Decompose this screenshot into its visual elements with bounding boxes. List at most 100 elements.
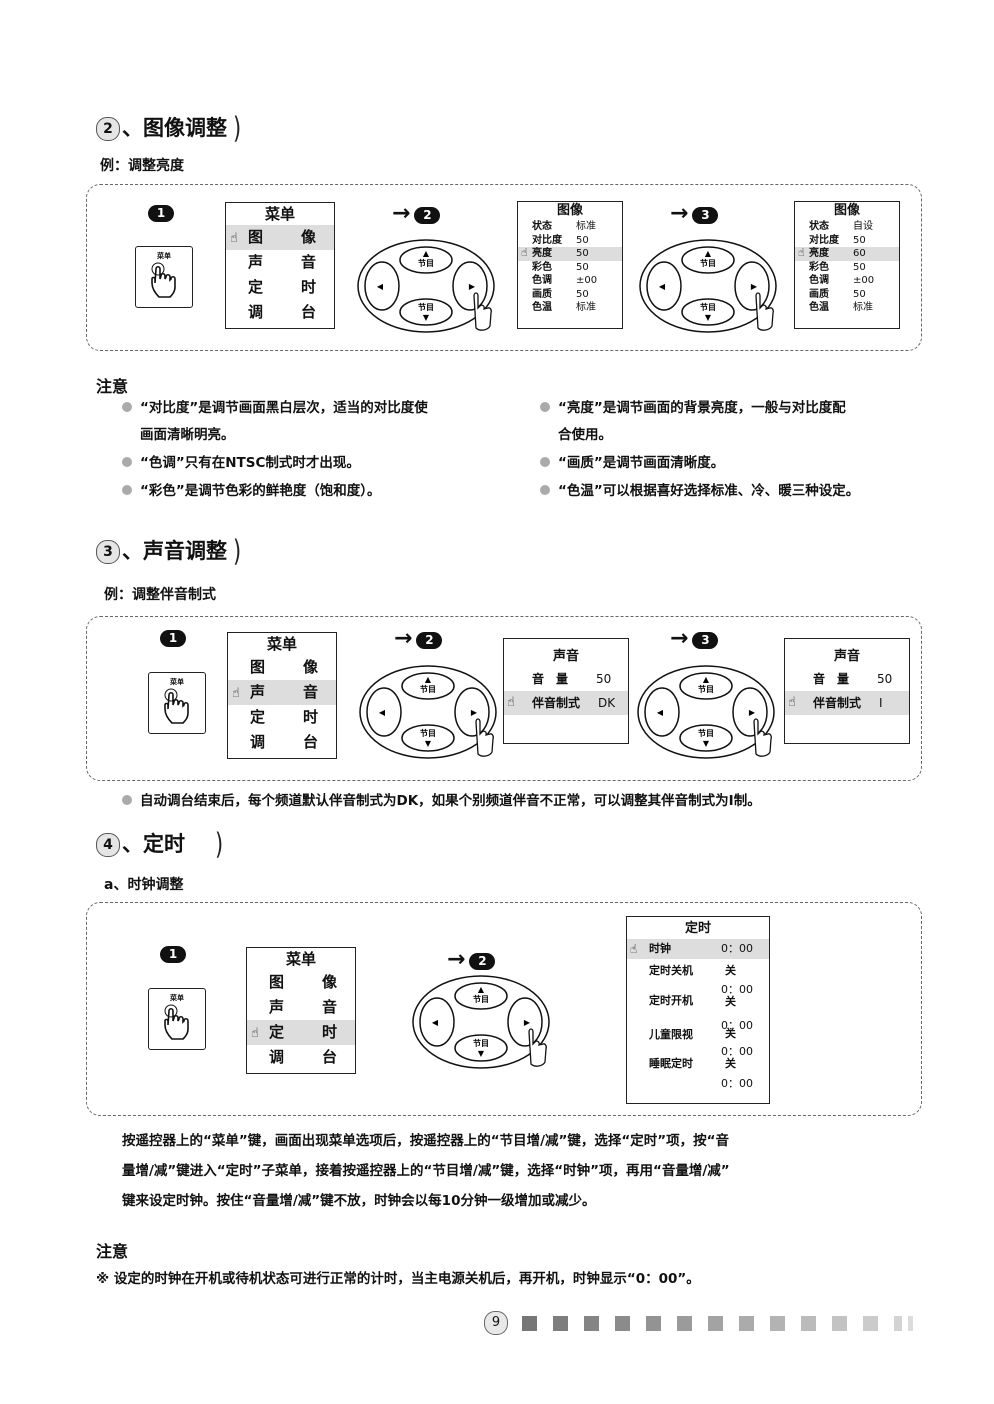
section-number: 2 — [96, 117, 120, 141]
bracket-decoration: ) — [233, 111, 242, 145]
timer-paragraph-line: 按遥控器上的“菜单”键，画面出现菜单选项后，按遥控器上的“节目增/减”键，选择“… — [122, 1133, 730, 1149]
bullet-icon — [540, 457, 550, 467]
timer-note: ※ 设定的时钟在开机或待机状态可进行正常的计时，当主电源关机后，再开机，时钟显示… — [96, 1271, 700, 1287]
svg-text:◀: ◀ — [657, 708, 664, 717]
page-footer: 9 — [484, 1310, 924, 1335]
footer-square — [801, 1316, 816, 1331]
note-contrast: “对比度”是调节画面黑白层次，适当的对比度使 — [122, 395, 428, 422]
menu-item-timer: 定时 — [248, 278, 316, 296]
svg-text:▶: ▶ — [469, 282, 476, 291]
arrow-right-icon: → — [670, 626, 689, 651]
note-contrast-cont: 画面清晰明亮。 — [140, 427, 235, 443]
section-title-timer: 4、定时) — [96, 827, 223, 861]
example-panel — [86, 902, 922, 1116]
remote-dpad: ▲ 节目 节目 ▼ ◀ ▶ — [359, 665, 497, 759]
footer-square — [908, 1316, 913, 1331]
svg-text:▶: ▶ — [471, 708, 478, 717]
svg-text:▲: ▲ — [705, 249, 712, 258]
example-panel — [86, 184, 922, 351]
example-label: a、时钟调整 — [104, 877, 184, 893]
svg-text:▲: ▲ — [425, 675, 432, 684]
main-menu-osd: 菜单 图像 ☝声音 定时 调台 — [227, 632, 337, 759]
menu-item-sound: 声音 — [248, 253, 316, 271]
bullet-icon — [122, 457, 132, 467]
svg-text:▼: ▼ — [705, 313, 712, 322]
svg-text:节目: 节目 — [700, 258, 716, 268]
pointer-hand-icon: ☝ — [230, 231, 238, 246]
example-label: 例：调整亮度 — [100, 158, 184, 174]
pointer-hand-icon: ☝ — [251, 1026, 259, 1041]
step-1: 1 — [160, 630, 186, 647]
main-menu-osd: 菜单 图像 声音 ☝定时 调台 — [246, 947, 356, 1074]
svg-text:▶: ▶ — [749, 708, 756, 717]
note-sharpness: “画质”是调节画面清晰度。 — [540, 450, 724, 477]
pointer-hand-icon: ☝ — [798, 246, 805, 259]
footer-square — [894, 1316, 902, 1331]
footer-square — [615, 1316, 630, 1331]
footer-square — [770, 1316, 785, 1331]
note-heading: 注意 — [96, 377, 129, 396]
menu-key-press: 菜单 — [135, 246, 193, 308]
note-hue: “色调”只有在NTSC制式时才出现。 — [122, 450, 360, 477]
remote-dpad: ▲ 节目 节目 ▼ ◀ ▶ — [637, 665, 775, 759]
bullet-icon — [540, 485, 550, 495]
footer-square — [584, 1316, 599, 1331]
svg-text:◀: ◀ — [659, 282, 666, 291]
svg-text:节目: 节目 — [700, 302, 716, 312]
step-2: →2 — [392, 201, 441, 226]
footer-square — [708, 1316, 723, 1331]
section-title-sound: 3、声音调整) — [96, 534, 241, 568]
main-menu-osd: 菜单 ☝图像 声音 定时 调台 — [225, 202, 335, 329]
pointer-hand-icon: ☝ — [232, 686, 240, 701]
arrow-right-icon: → — [394, 626, 413, 651]
example-panel — [86, 616, 922, 781]
svg-text:节目: 节目 — [473, 1038, 489, 1048]
note-brightness-cont: 合使用。 — [558, 427, 612, 443]
arrow-right-icon: → — [392, 201, 411, 226]
footer-square — [646, 1316, 661, 1331]
example-label: 例：调整伴音制式 — [104, 587, 216, 603]
bullet-icon — [122, 485, 132, 495]
footer-square — [832, 1316, 847, 1331]
hand-press-icon — [475, 718, 494, 757]
bullet-icon — [122, 795, 132, 805]
svg-text:▼: ▼ — [423, 313, 430, 322]
step-3: →3 — [670, 626, 719, 651]
remote-dpad: ▲ 节目 节目 ▼ ◀ ▶ — [357, 239, 495, 333]
footer-square — [863, 1316, 878, 1331]
note-heading: 注意 — [96, 1242, 129, 1261]
step-3: →3 — [670, 201, 719, 226]
svg-text:节目: 节目 — [418, 258, 434, 268]
note-color: “彩色”是调节色彩的鲜艳度（饱和度）。 — [122, 478, 381, 505]
svg-text:▲: ▲ — [423, 249, 430, 258]
menu-item-tuning: 调台 — [248, 303, 316, 321]
pointer-hand-icon: ☝ — [788, 695, 796, 710]
timer-paragraph-line: 键来设定时钟。按住“音量增/减”键不放，时钟会以每10分钟一级增加或减少。 — [122, 1193, 596, 1209]
svg-text:▲: ▲ — [478, 985, 485, 994]
arrow-right-icon: → — [447, 947, 466, 972]
svg-text:▼: ▼ — [425, 739, 432, 748]
footer-square — [677, 1316, 692, 1331]
step-1: 1 — [160, 946, 186, 963]
svg-text:节目: 节目 — [698, 728, 714, 738]
svg-text:节目: 节目 — [418, 302, 434, 312]
svg-text:▼: ▼ — [478, 1049, 485, 1058]
menu-item-picture: ☝图像 — [226, 225, 334, 250]
hand-press-icon — [164, 1004, 189, 1040]
pointer-hand-icon: ☝ — [507, 695, 515, 710]
arrow-right-icon: → — [670, 201, 689, 226]
remote-dpad: ▲ 节目 节目 ▼ ◀ ▶ — [412, 975, 550, 1069]
step-1: 1 — [148, 205, 174, 222]
hand-press-icon — [473, 292, 492, 331]
footer-square — [739, 1316, 754, 1331]
note-brightness: “亮度”是调节画面的背景亮度，一般与对比度配 — [540, 395, 846, 422]
section-title-picture: 2、图像调整) — [96, 111, 242, 145]
svg-text:◀: ◀ — [379, 708, 386, 717]
menu-key-press: 菜单 — [148, 672, 206, 734]
note-color-temp: “色温”可以根据喜好选择标准、冷、暖三种设定。 — [540, 478, 859, 505]
